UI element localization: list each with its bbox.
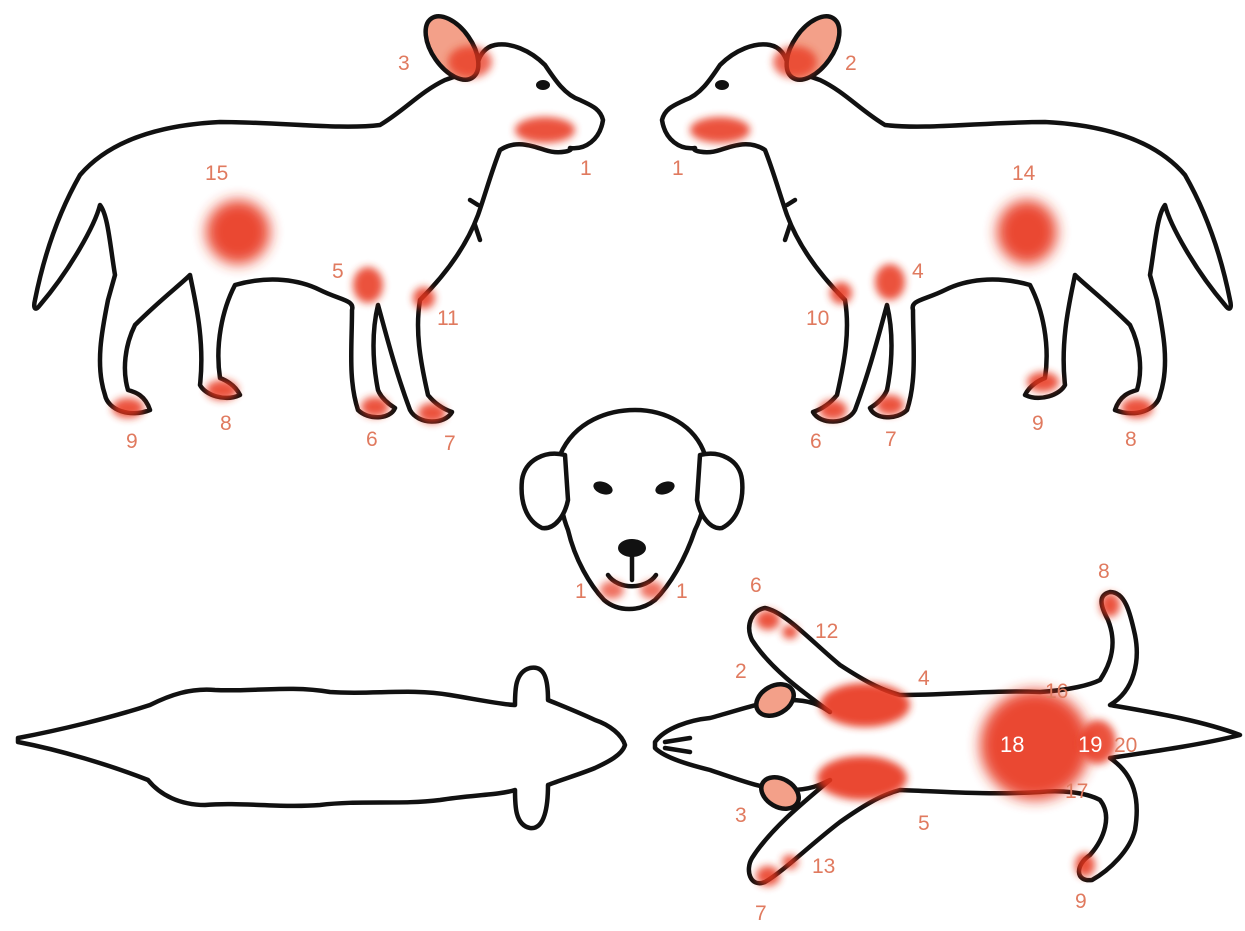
label-region: 18 <box>1000 732 1024 757</box>
label-region: 5 <box>332 260 344 283</box>
label-region: 9 <box>1032 412 1044 435</box>
label-region: 7 <box>444 432 456 455</box>
label-region: 4 <box>918 667 930 690</box>
label-region: 6 <box>810 430 822 453</box>
label-region: 5 <box>918 812 930 835</box>
label-region: 20 <box>1114 734 1137 757</box>
label-region: 6 <box>750 574 762 597</box>
label-region: 8 <box>1125 428 1137 451</box>
label-region: 1 <box>580 157 592 180</box>
label-region: 9 <box>1075 890 1087 913</box>
label-region: 12 <box>815 620 838 643</box>
label-region: 15 <box>205 162 228 185</box>
label-region: 16 <box>1045 680 1068 703</box>
label-region: 1 <box>676 580 688 603</box>
dog-dorsal-view <box>18 668 625 828</box>
label-region: 4 <box>912 260 924 283</box>
dog-left-profile: 3 1 15 5 11 9 8 6 7 <box>34 7 603 455</box>
label-region: 19 <box>1078 732 1102 757</box>
label-region: 10 <box>806 307 829 330</box>
label-region: 2 <box>845 52 857 75</box>
label-region: 3 <box>398 52 410 75</box>
label-region: 8 <box>220 412 232 435</box>
label-region: 7 <box>755 902 767 925</box>
label-region: 2 <box>735 660 747 683</box>
label-region: 17 <box>1065 780 1088 803</box>
label-region: 7 <box>885 428 897 451</box>
dog-right-profile: 2 1 14 4 10 6 7 9 8 <box>662 7 1231 453</box>
label-region: 13 <box>812 855 835 878</box>
label-region: 11 <box>437 307 459 330</box>
label-region: 6 <box>366 428 378 451</box>
dog-front-head: 1 1 <box>522 410 743 609</box>
label-region: 1 <box>672 157 684 180</box>
label-region: 9 <box>126 430 138 453</box>
label-region: 14 <box>1012 162 1036 185</box>
label-region: 1 <box>575 580 587 603</box>
dog-ventral-view: 6 12 8 2 4 16 18 19 20 17 3 5 13 7 9 <box>655 560 1240 925</box>
label-region: 8 <box>1098 560 1110 583</box>
label-region: 3 <box>735 804 747 827</box>
